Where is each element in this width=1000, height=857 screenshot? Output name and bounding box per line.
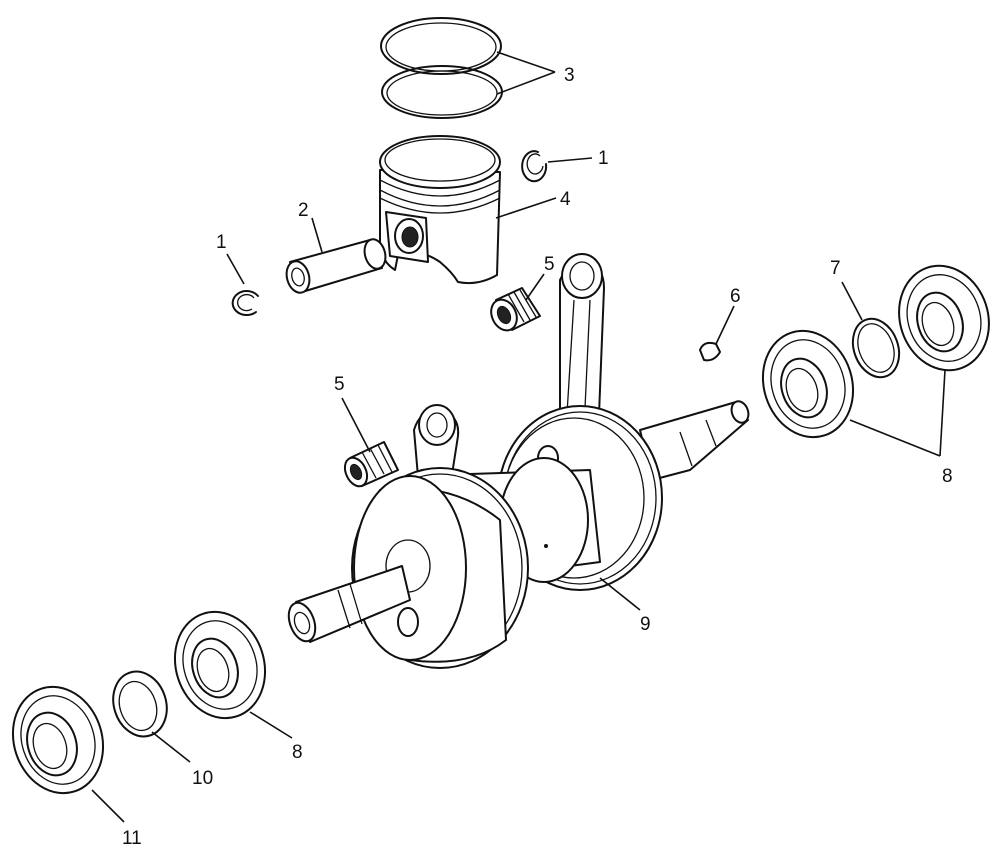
retainer-ring-right: [521, 150, 548, 183]
woodruff-key: [699, 341, 721, 362]
shim-ring: [851, 317, 901, 379]
callout-retainer-ring-left: 1: [216, 232, 227, 253]
bearing-left: [173, 610, 267, 720]
callout-piston: 4: [560, 189, 571, 210]
piston: [379, 135, 501, 285]
piston-rings: [380, 17, 503, 119]
retainer-ring-left: [231, 290, 259, 317]
needle-bearing-upper: [490, 287, 541, 332]
bearing-right-inner: [761, 329, 855, 439]
callout-oil-seal: 11: [122, 828, 142, 849]
oil-seal: [11, 685, 105, 795]
callout-shim-ring: 7: [830, 258, 841, 279]
callout-spacer-ring: 10: [192, 768, 213, 789]
needle-bearing-lower: [343, 441, 399, 488]
callout-piston-pin: 2: [298, 200, 309, 221]
callout-retainer-ring-right: 1: [598, 148, 609, 169]
callout-bearing-right: 8: [942, 466, 953, 487]
callout-bearing-left: 8: [292, 742, 303, 763]
bearing-right-outer: [898, 264, 990, 372]
callout-needle-bearing-lower: 5: [334, 374, 345, 395]
callout-woodruff-key: 6: [730, 286, 741, 307]
leader-lines: [91, 51, 946, 823]
callout-needle-bearing-upper: 5: [544, 254, 555, 275]
crankshaft: [287, 253, 750, 669]
callout-crankshaft: 9: [640, 614, 651, 635]
callout-labels: 3 1 4 2 1 5 6 7 8 5 9 8 10 11: [122, 65, 953, 849]
piston-pin: [285, 238, 387, 294]
callout-piston-rings: 3: [564, 65, 575, 86]
spacer-ring: [112, 670, 168, 738]
